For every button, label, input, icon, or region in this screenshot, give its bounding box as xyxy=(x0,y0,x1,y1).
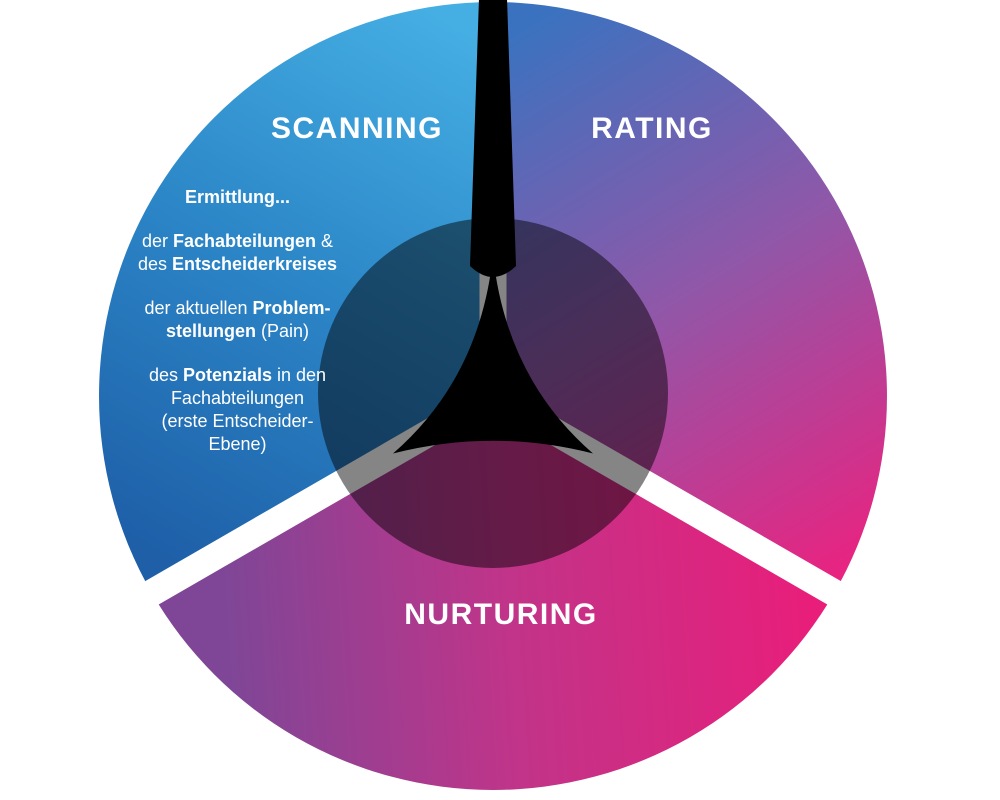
rating-label: RATING xyxy=(591,112,713,145)
scanning-label: SCANNING xyxy=(270,112,443,145)
nurturing-label: NURTURING xyxy=(404,598,598,631)
scanning-details-text: Ermittlung...der Fachabteilungen &des En… xyxy=(137,187,338,455)
nurturing-segment xyxy=(151,396,835,790)
center-divider-shape xyxy=(393,0,593,454)
